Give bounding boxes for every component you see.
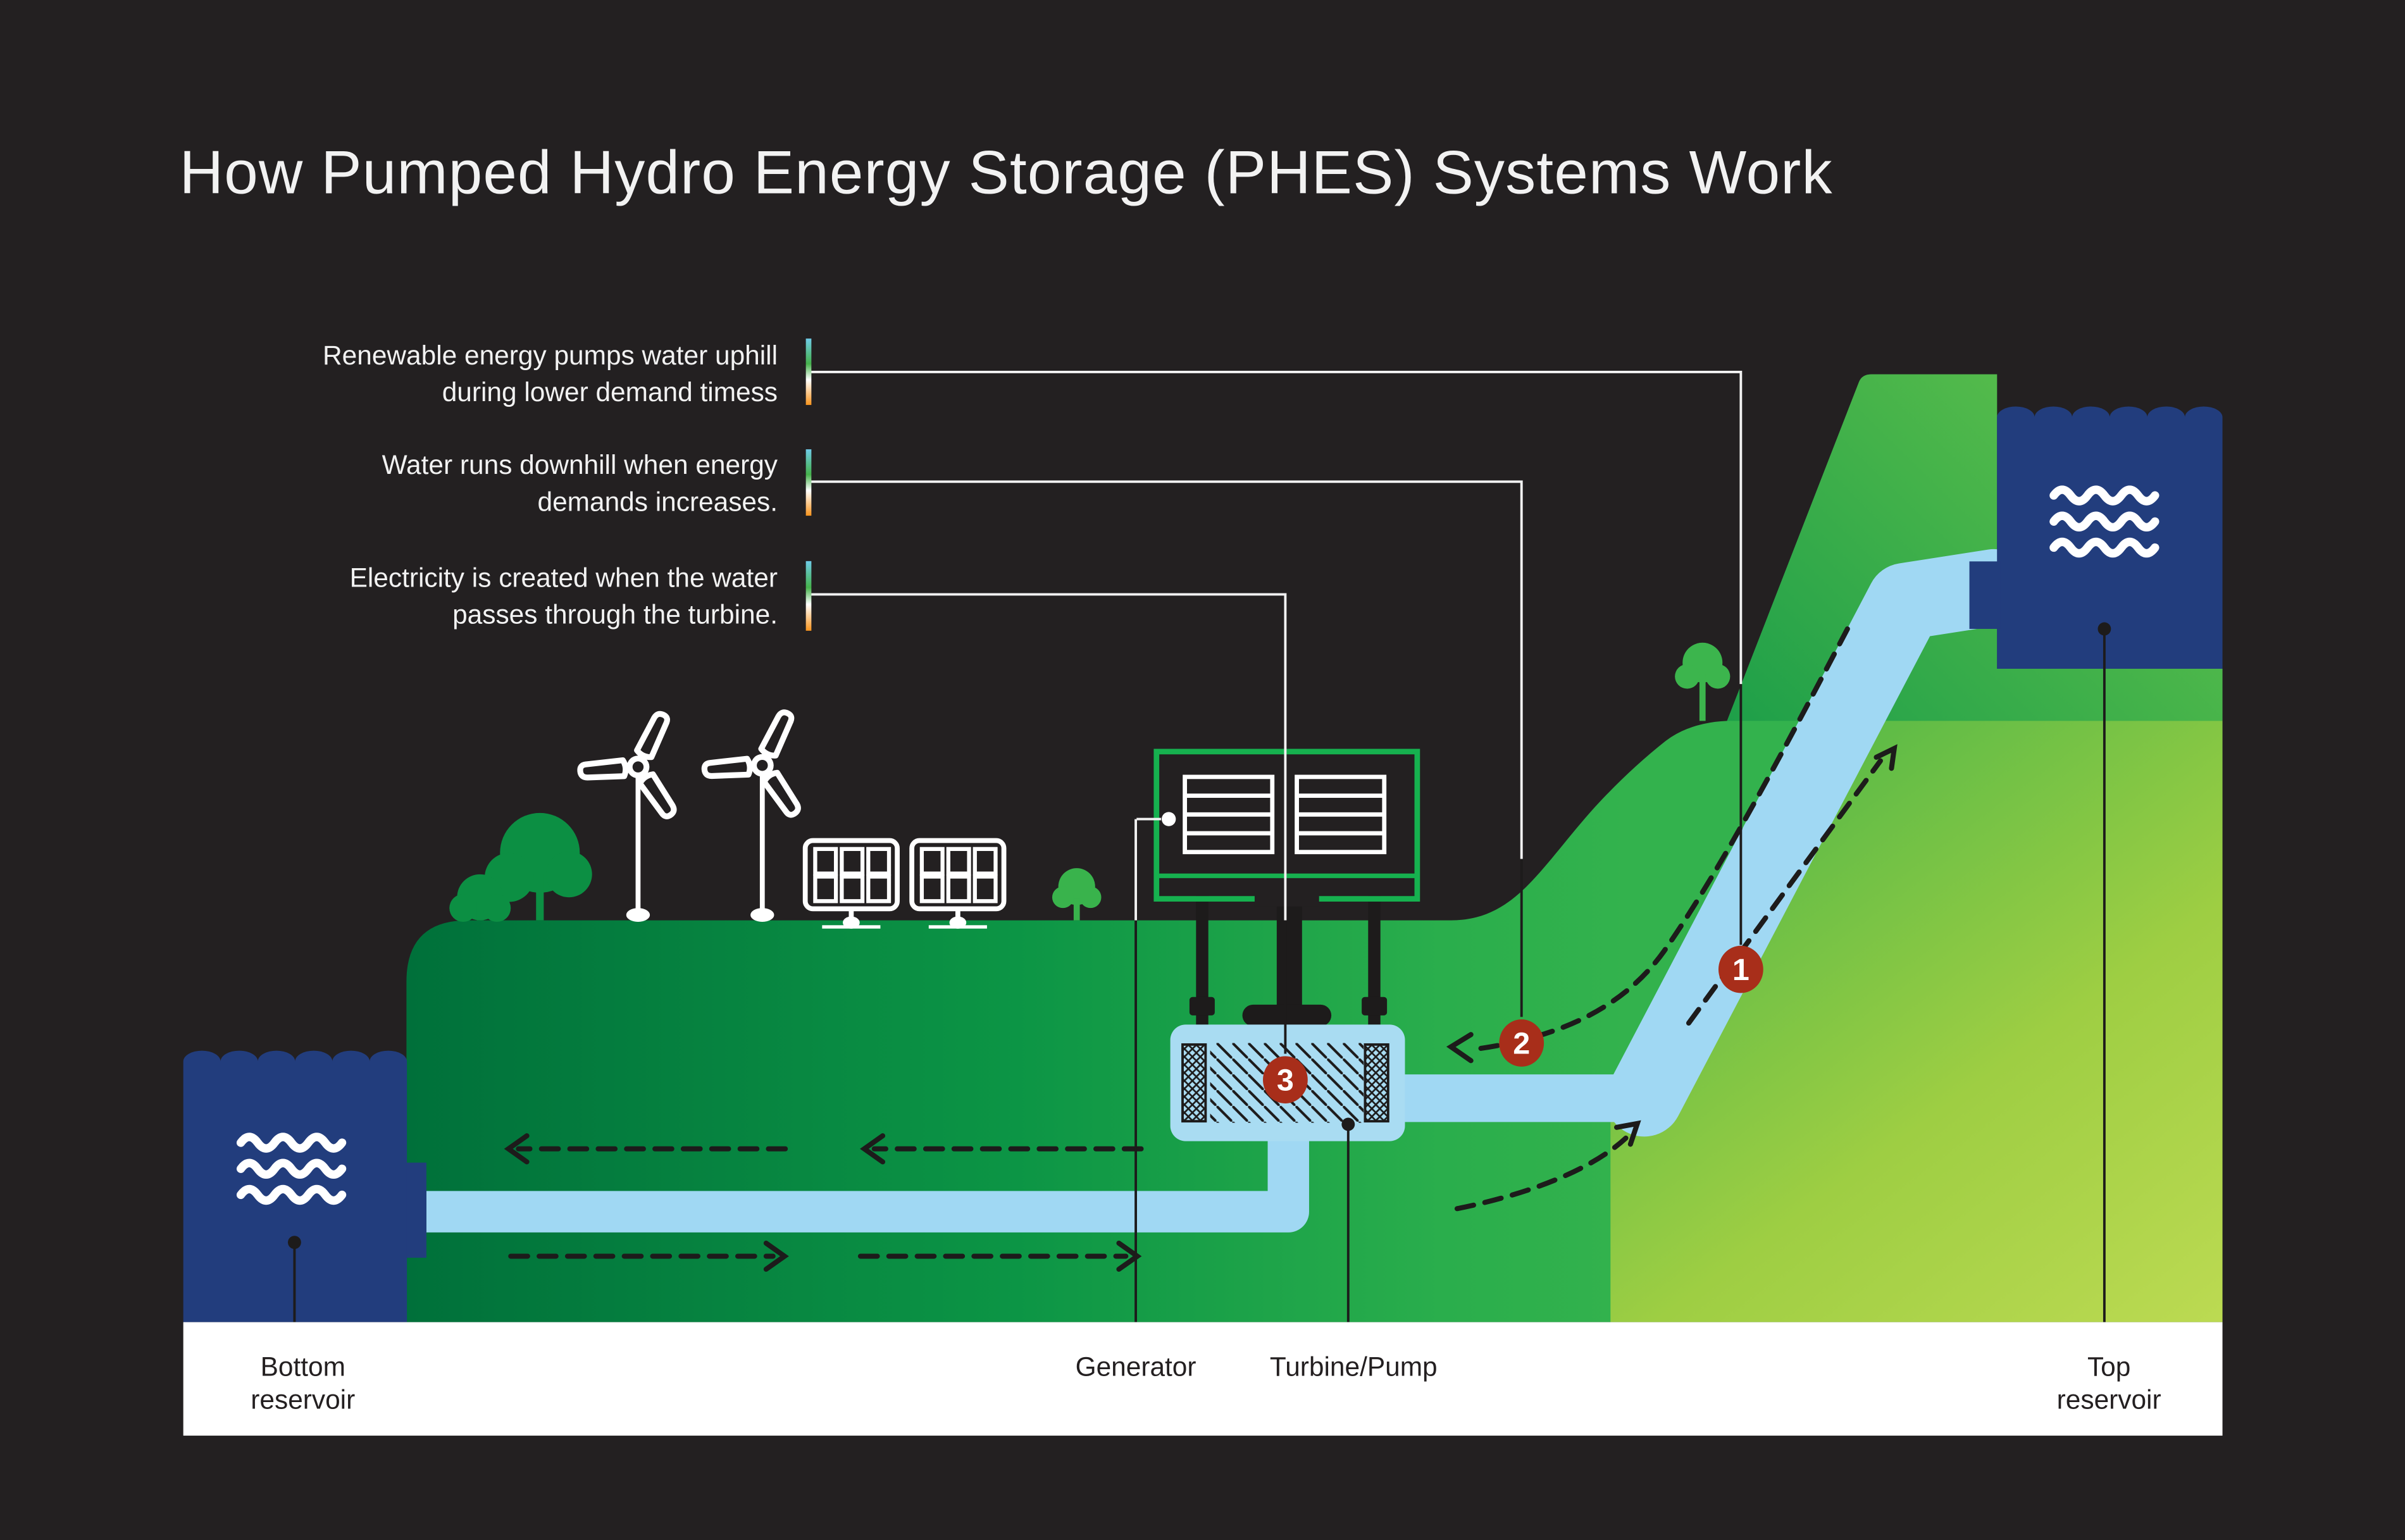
- wave-icon: [236, 1133, 347, 1205]
- step-badge-1: 1: [1718, 945, 1763, 993]
- turbine-pump-label: Turbine/Pump: [1270, 1352, 1438, 1382]
- annotation-3-line-1: Electricity is created when the water: [350, 562, 778, 592]
- step-number: 2: [1513, 1026, 1530, 1060]
- tree-icon: [1052, 868, 1102, 921]
- flow-arrow-icon: [504, 626, 1898, 1272]
- annotation-1-line-2: during lower demand timess: [442, 377, 778, 407]
- annotation-2-line-2: demands increases.: [538, 487, 778, 516]
- step-number: 3: [1277, 1064, 1294, 1098]
- bottom-reservoir-block: [183, 1050, 426, 1322]
- solar-panel-icon: [909, 838, 1007, 929]
- top-reservoir-label: reservoir: [2057, 1385, 2161, 1415]
- generator-box: [1153, 748, 1420, 1026]
- tree-icon: [449, 874, 511, 922]
- tree-icon: [1675, 642, 1731, 721]
- page-title: How Pumped Hydro Energy Storage (PHES) S…: [180, 138, 1833, 207]
- top-reservoir-block: [1969, 406, 2223, 669]
- top-reservoir-label: Top: [2087, 1352, 2130, 1382]
- solar-panel-icon: [802, 838, 900, 929]
- pipe-bottom-run: [426, 1134, 1309, 1233]
- annotation-2-line-1: Water runs downhill when energy: [382, 450, 778, 480]
- penstock-pipe-diagonal: [1606, 549, 2032, 1137]
- bottom-reservoir-label: Bottom: [261, 1352, 345, 1382]
- annotation-tick-3: [805, 561, 812, 631]
- label-strip: [183, 1322, 2223, 1436]
- wave-icon: [2049, 485, 2160, 558]
- step-number: 1: [1732, 953, 1749, 987]
- annotation-1-line-1: Renewable energy pumps water uphill: [323, 340, 778, 370]
- tree-icon: [485, 812, 592, 921]
- bottom-reservoir-label: reservoir: [251, 1385, 355, 1415]
- step-badge-3: 3: [1263, 1056, 1308, 1104]
- wind-turbine-icon: [701, 709, 801, 922]
- wind-turbine-icon: [577, 711, 677, 922]
- generator-label: Generator: [1076, 1352, 1196, 1382]
- annotation-tick-2: [805, 449, 812, 516]
- part-label-lines: [288, 622, 2111, 1322]
- annotation-tick-1: [805, 338, 812, 406]
- step-badge-2: 2: [1499, 1019, 1544, 1067]
- annotation-3-line-2: passes through the turbine.: [452, 599, 778, 629]
- annotation-lines: [808, 371, 1743, 1054]
